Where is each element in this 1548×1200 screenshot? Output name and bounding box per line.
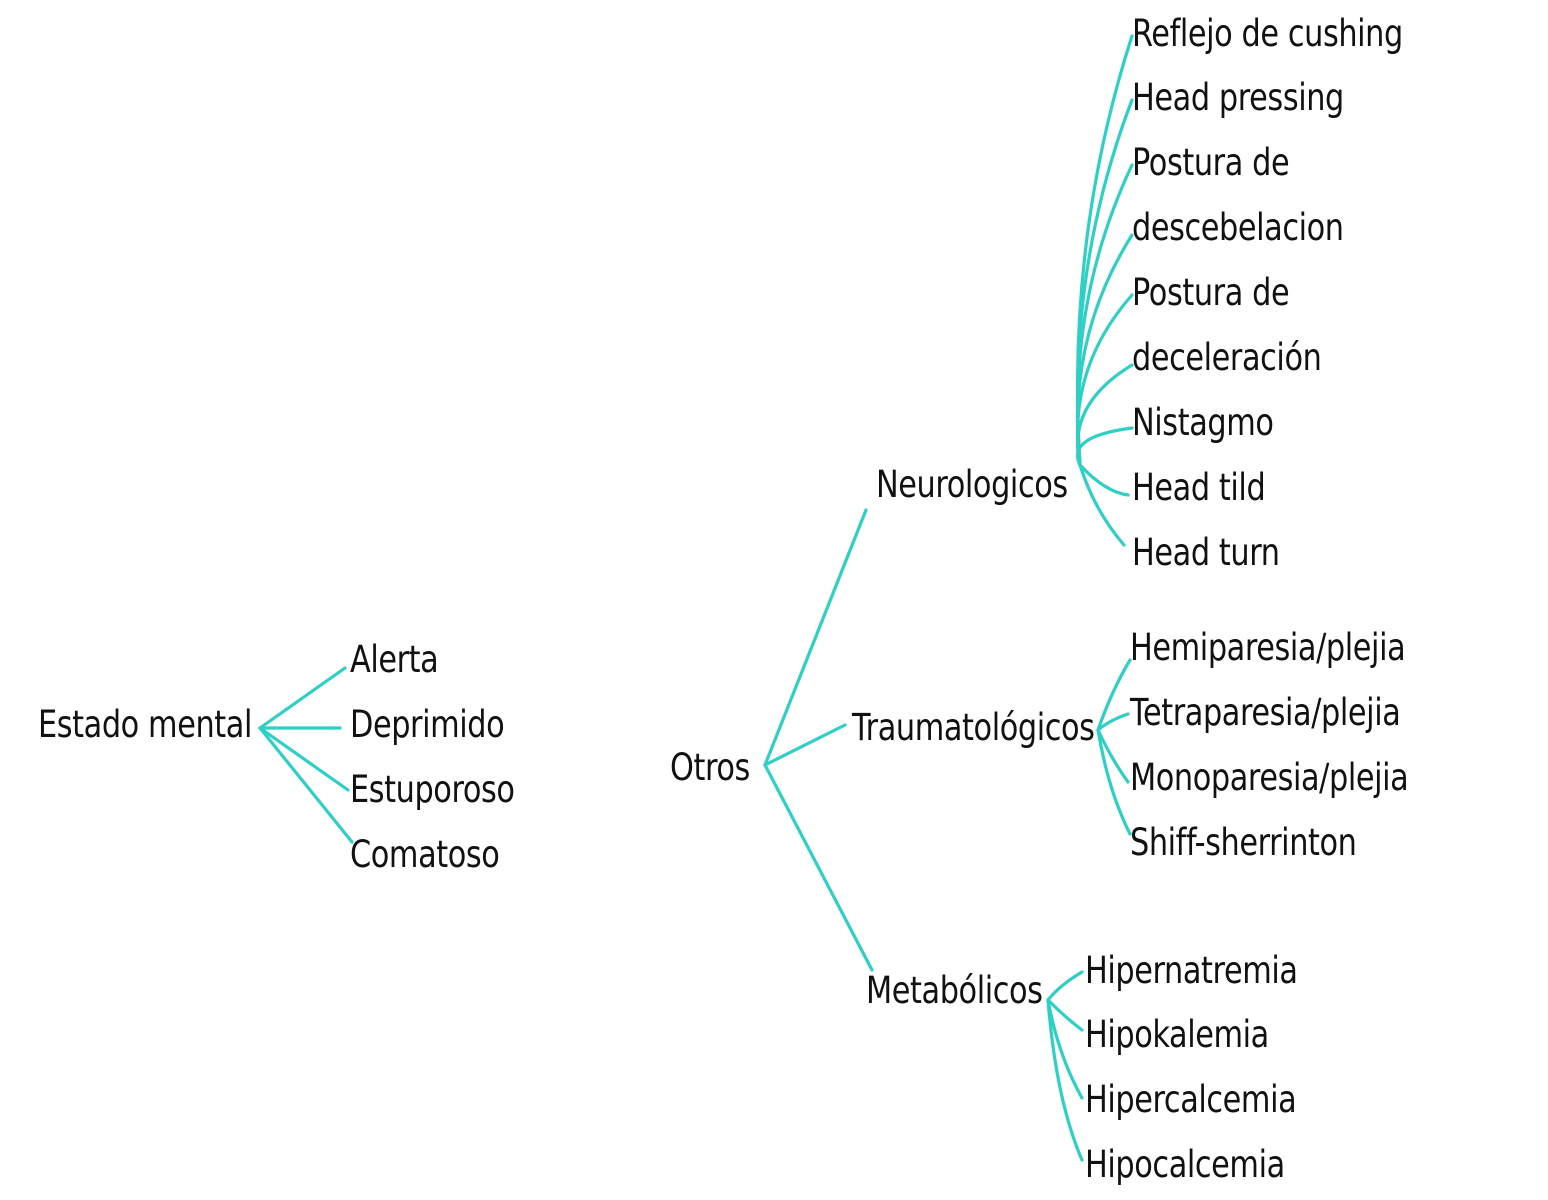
node-estuporoso: Estuporoso (350, 768, 515, 811)
connector-neuro-postura-1 (1075, 163, 1134, 467)
connector-trauma-hemiparesia (1096, 658, 1132, 732)
connector-otros-metabolicos (763, 763, 874, 972)
node-reflejo-de-cushing: Reflejo de cushing (1132, 12, 1403, 55)
node-shiff-sherrinton: Shiff-sherrinton (1130, 821, 1357, 864)
node-postura-de-1: Postura de (1132, 141, 1290, 184)
connector-meta-hipernatremia (1046, 970, 1084, 1002)
node-monoparesia: Monoparesia/plejia (1130, 756, 1409, 799)
node-neurologicos: Neurologicos (876, 463, 1068, 506)
node-deprimido: Deprimido (350, 703, 505, 746)
node-hipocalcemia: Hipocalcemia (1085, 1143, 1285, 1186)
connector-otros-traumatologicos (763, 723, 847, 767)
node-hipokalemia: Hipokalemia (1085, 1013, 1269, 1056)
node-head-turn: Head turn (1132, 531, 1280, 574)
connector-trauma-tetraparesia (1096, 712, 1130, 732)
connector-meta-hipocalcemia (1046, 998, 1084, 1162)
node-hemiparesia: Hemiparesia/plejia (1130, 626, 1406, 669)
node-tetraparesia: Tetraparesia/plejia (1130, 691, 1401, 734)
connector-estado-alerta (258, 666, 347, 730)
connector-neuro-nistagmo (1076, 426, 1134, 467)
connector-meta-hipokalemia (1046, 998, 1084, 1032)
node-head-pressing: Head pressing (1132, 76, 1344, 119)
connector-trauma-shiff (1096, 728, 1132, 836)
node-head-tild: Head tild (1132, 466, 1266, 509)
node-hipercalcemia: Hipercalcemia (1085, 1078, 1297, 1121)
node-alerta: Alerta (350, 638, 439, 681)
node-hipernatremia: Hipernatremia (1085, 949, 1298, 992)
connector-otros-neurologicos (763, 508, 868, 767)
connector-estado-comatoso (258, 726, 354, 844)
node-postura-de-2: Postura de (1132, 271, 1290, 314)
connector-estado-estuporoso (258, 726, 350, 792)
node-estado-mental: Estado mental (38, 703, 252, 746)
node-traumatologicos: Traumatológicos (852, 706, 1095, 749)
node-metabolicos: Metabólicos (866, 969, 1043, 1012)
node-comatoso: Comatoso (350, 833, 500, 876)
connector-neuro-head-tild (1078, 463, 1130, 497)
node-nistagmo: Nistagmo (1132, 401, 1274, 444)
node-deceleracion: deceleración (1132, 336, 1322, 379)
connector-neuro-head-turn (1078, 463, 1126, 547)
node-descebelacion: descebelacion (1132, 206, 1344, 249)
node-otros: Otros (670, 746, 750, 789)
